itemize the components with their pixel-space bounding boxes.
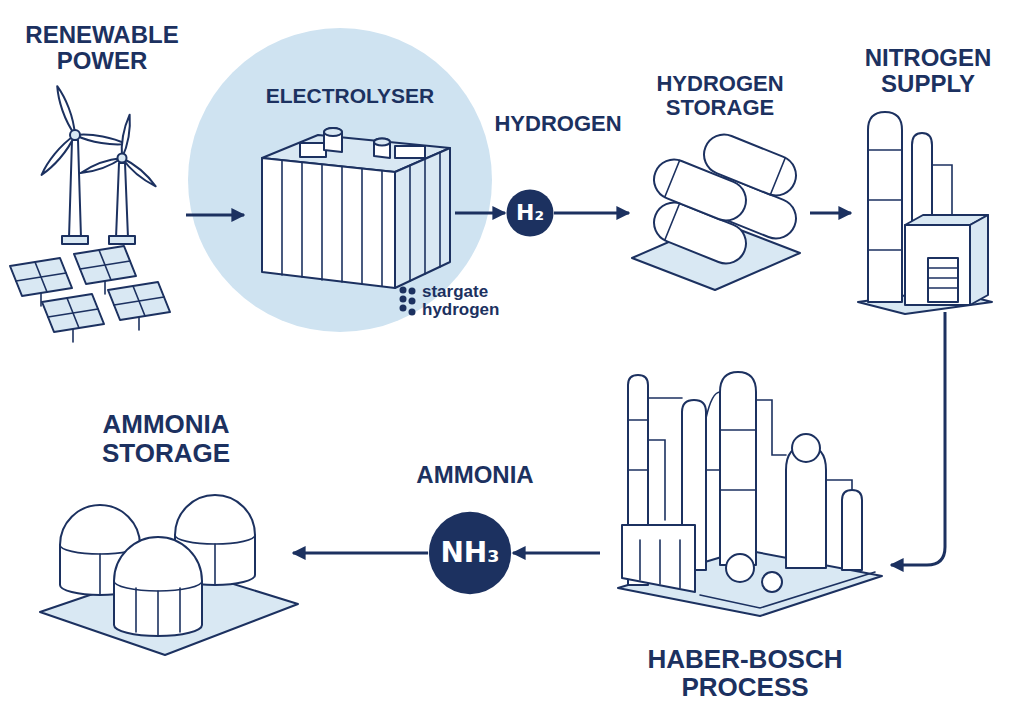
stage-heading: RENEWABLE POWER [18, 22, 186, 75]
circle-fill [429, 512, 511, 594]
flow-arrow [186, 214, 244, 217]
stage-heading: HYDROGEN STORAGE [630, 72, 810, 120]
process-stage: AMMONIA STORAGE [40, 410, 292, 655]
flow-arrow [513, 552, 600, 555]
logo-icon [400, 287, 416, 316]
chemical-formula: H₂ [516, 202, 544, 224]
haber-bosch-plant [618, 372, 882, 616]
flow-arrow [891, 312, 945, 565]
flow-arrow [554, 212, 629, 215]
stage-heading: HABER-BOSCH PROCESS [600, 645, 890, 702]
ammonia-tanks [40, 495, 298, 655]
process-stage: RENEWABLE POWER [18, 22, 186, 345]
circle-fill [506, 189, 553, 236]
molecule-circle: AMMONIANH₃ [428, 511, 512, 595]
flow-arrow [455, 212, 505, 215]
stage-heading: AMMONIA STORAGE [40, 410, 292, 467]
wind-turbine [80, 114, 158, 244]
process-stage: HABER-BOSCH PROCESS [600, 362, 890, 702]
process-stage: HYDROGEN STORAGE [630, 72, 810, 295]
stage-heading: ELECTROLYSER [245, 84, 455, 107]
hydrogen-tanks [632, 128, 802, 290]
flow-arrow [810, 212, 851, 215]
solar-panels [10, 246, 170, 342]
process-stage: ELECTROLYSER [245, 84, 455, 294]
wind-turbine [39, 85, 127, 244]
stage-heading: AMMONIA [416, 462, 533, 488]
stage-heading: NITROGEN SUPPLY [852, 45, 1004, 98]
process-stage: NITROGEN SUPPLY [852, 45, 1004, 312]
stage-heading: HYDROGEN [494, 112, 621, 136]
chemical-formula: NH₃ [440, 539, 499, 567]
flow-arrow [293, 552, 428, 555]
brand-logo: stargate hydrogen [422, 283, 506, 319]
nitrogen-plant [858, 112, 992, 314]
molecule-circle: HYDROGENH₂ [506, 189, 554, 237]
electrolyser-container [262, 128, 450, 288]
